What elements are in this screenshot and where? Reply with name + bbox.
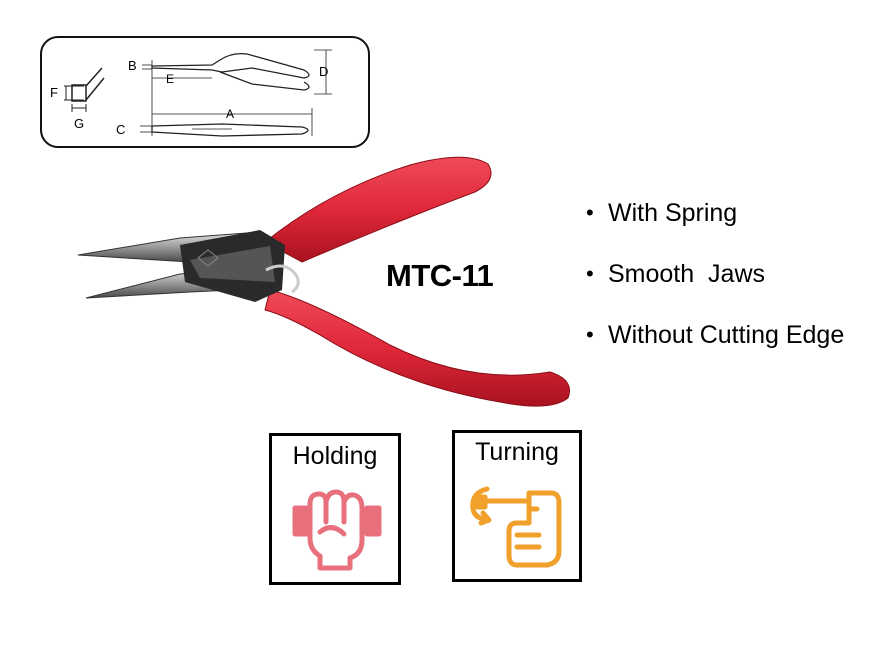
usage-label: Turning: [475, 438, 559, 466]
label-e: E: [166, 72, 174, 86]
usage-label: Holding: [292, 442, 378, 470]
feature-text: Without Cutting Edge: [608, 321, 845, 349]
feature-text: Smooth Jaws: [608, 260, 766, 288]
feature-item: • Smooth Jaws: [584, 259, 864, 289]
label-a: A: [226, 107, 234, 121]
label-c: C: [116, 122, 125, 137]
label-g: G: [74, 116, 84, 131]
turning-hand-icon: [470, 486, 562, 568]
feature-text: With Spring: [608, 199, 738, 227]
bullet-icon: •: [586, 200, 594, 225]
dimension-diagram: F G B E D A C: [40, 36, 370, 148]
usage-turning: Turning: [452, 430, 582, 582]
feature-item: • With Spring: [584, 198, 864, 228]
bullet-icon: •: [586, 261, 594, 286]
feature-list: • With Spring • Smooth Jaws • Without Cutti…: [584, 198, 864, 381]
feature-item: • Without Cutting Edge: [584, 320, 864, 350]
label-f: F: [50, 85, 58, 100]
usage-holding: Holding: [269, 433, 401, 585]
pliers-image: [77, 156, 570, 407]
label-d: D: [319, 64, 328, 79]
bullet-icon: •: [586, 322, 594, 347]
fist-icon: [292, 489, 382, 571]
dimension-drawing: F G B E D A C: [50, 49, 332, 137]
label-b: B: [128, 58, 137, 73]
model-number: MTC-11: [386, 258, 494, 293]
